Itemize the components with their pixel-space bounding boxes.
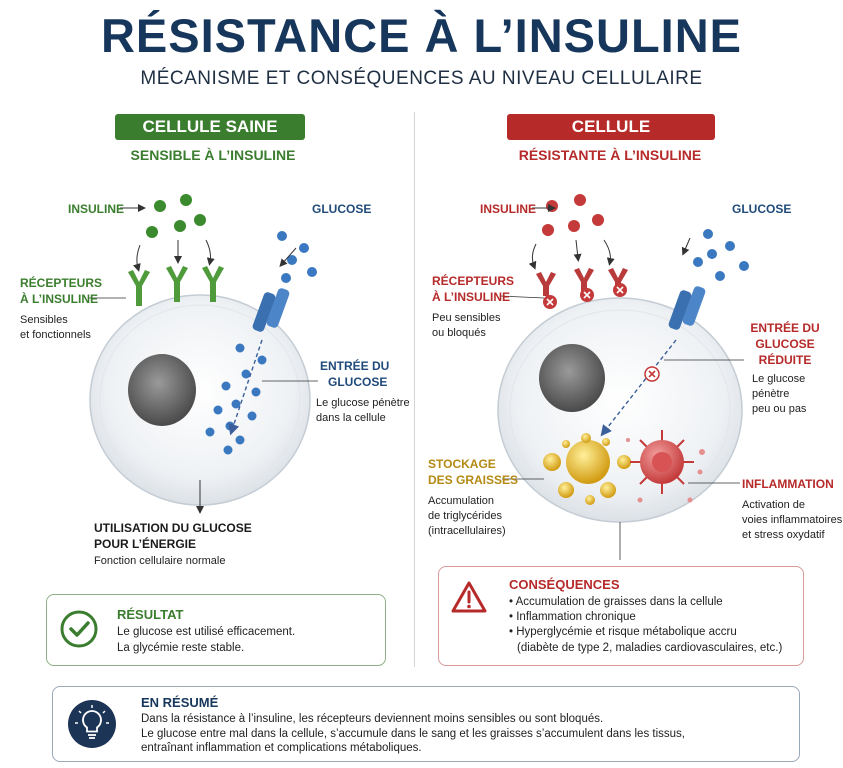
receptors-title-resistant: RÉCEPTEURS xyxy=(432,274,515,288)
insulin-receptors-resistant xyxy=(536,268,628,296)
summary-title: EN RÉSUMÉ xyxy=(141,695,219,710)
glucose-molecules-healthy xyxy=(205,231,317,455)
summary-box: EN RÉSUMÉ Dans la résistance à l’insulin… xyxy=(52,686,800,762)
use-desc: Fonction cellulaire normale xyxy=(94,555,226,567)
receptors-desc-resistant-2: ou bloqués xyxy=(432,327,486,339)
receptors-callout-resistant: RÉCEPTEURS À L’INSULINE Peu sensibles ou… xyxy=(432,273,514,341)
fat-storage-callout: STOCKAGE DES GRAISSES Accumulation de tr… xyxy=(428,456,518,539)
entry-title-resistant-2: GLUCOSE xyxy=(755,337,815,351)
result-box: RÉSULTAT Le glucose est utilisé efficace… xyxy=(46,594,386,666)
result-title: RÉSULTAT xyxy=(117,607,184,622)
nucleus-resistant xyxy=(539,344,605,412)
resistant-cell xyxy=(497,297,743,523)
page-subtitle: MÉCANISME ET CONSÉQUENCES AU NIVEAU CELL… xyxy=(140,68,703,89)
receptors-desc-resistant: Peu sensibles xyxy=(432,312,501,324)
receptors-title: RÉCEPTEURS xyxy=(20,276,103,290)
inflammation-callout: INFLAMMATION Activation de voies inflamm… xyxy=(742,476,842,543)
entry-desc: Le glucose pénètre xyxy=(316,397,410,409)
glucose-label-resistant: GLUCOSE xyxy=(732,202,792,216)
glucose-entry-callout-resistant: ENTRÉE DU GLUCOSE RÉDUITE xyxy=(748,320,822,368)
entry-desc-resistant: Le glucose pénètre xyxy=(752,373,806,400)
glucose-entry-callout-healthy: ENTRÉE DU GLUCOSE Le glucose pénètre dan… xyxy=(316,358,410,426)
entry-desc-resistant-2: peu ou pas xyxy=(752,403,807,415)
glucose-molecules-resistant xyxy=(693,229,749,281)
inflammation-title: INFLAMMATION xyxy=(742,477,834,491)
insulin-label-healthy: INSULINE xyxy=(68,202,125,216)
warning-triangle-icon xyxy=(451,581,487,613)
insulin-molecules-resistant xyxy=(542,194,604,236)
page-title: RÉSISTANCE À L’INSULINE xyxy=(100,9,743,62)
list-item: Inflammation chronique xyxy=(509,610,737,625)
fat-desc: Accumulation xyxy=(428,495,495,507)
healthy-cell-badge: CELLULE SAINE xyxy=(115,114,305,140)
entry-title-2: GLUCOSE xyxy=(328,375,388,389)
fat-title: STOCKAGE xyxy=(428,457,496,471)
summary-line-1: Dans la résistance à l’insuline, les réc… xyxy=(141,713,604,725)
summary-line-3: entraînant inflammation et complications… xyxy=(141,742,422,754)
receptors-title-resistant-2: À L’INSULINE xyxy=(432,290,511,304)
receptors-callout-healthy: RÉCEPTEURS À L’INSULINE Sensibles et fon… xyxy=(20,275,102,343)
result-line-1: Le glucose est utilisé efficacement. xyxy=(117,626,296,638)
glucose-entry-desc-resistant: Le glucose pénètre peu ou pas xyxy=(752,372,843,417)
healthy-cell-subtitle: SENSIBLE À L’INSULINE xyxy=(130,147,296,163)
glucose-label-healthy: GLUCOSE xyxy=(312,202,372,216)
consequences-title: CONSÉQUENCES xyxy=(509,577,620,592)
use-title-2: POUR L’ÉNERGIE xyxy=(94,537,197,551)
insulin-molecules-healthy xyxy=(146,194,206,238)
list-item: Hyperglycémie et risque métabolique accr… xyxy=(509,625,737,640)
receptors-desc: Sensibles xyxy=(20,314,68,326)
inflammation-cell xyxy=(626,430,705,503)
glucose-transporter-healthy xyxy=(252,288,290,332)
inflammation-desc-3: et stress oxydatif xyxy=(742,529,825,541)
nucleus xyxy=(128,354,196,426)
consequences-box: CONSÉQUENCES Accumulation de graisses da… xyxy=(438,566,804,666)
receptors-title-2: À L’INSULINE xyxy=(20,292,99,306)
consequences-note: (diabète de type 2, maladies cardiovascu… xyxy=(517,642,783,654)
use-title: UTILISATION DU GLUCOSE xyxy=(94,521,252,535)
insulin-receptors-healthy xyxy=(128,266,224,306)
resistant-cell-badge: CELLULE RÉSISTANTE xyxy=(507,114,715,162)
entry-title: ENTRÉE DU xyxy=(320,359,390,373)
resistant-cell-subtitle: RÉSISTANTE À L’INSULINE xyxy=(518,147,702,163)
glucose-use-callout: UTILISATION DU GLUCOSE POUR L’ÉNERGIE Fo… xyxy=(94,520,252,569)
result-line-2: La glycémie reste stable. xyxy=(117,642,245,654)
glucose-transporter-resistant xyxy=(668,286,706,330)
fat-droplets xyxy=(543,433,631,505)
entry-title-resistant-3: RÉDUITE xyxy=(758,353,812,367)
lightbulb-icon xyxy=(68,700,116,748)
summary-line-2: Le glucose entre mal dans la cellule, s’… xyxy=(141,728,685,740)
healthy-cell xyxy=(89,294,311,506)
receptors-desc-2: et fonctionnels xyxy=(20,329,91,341)
entry-title-resistant: ENTRÉE DU xyxy=(750,321,820,335)
fat-desc-3: (intracellulaires) xyxy=(428,525,506,537)
inflammation-desc: Activation de xyxy=(742,499,805,511)
fat-desc-2: de triglycérides xyxy=(428,510,502,522)
column-divider xyxy=(414,112,415,667)
consequences-list: Accumulation de graisses dans la cellule… xyxy=(509,595,737,640)
check-circle-icon xyxy=(60,610,98,648)
blocked-x-icon xyxy=(543,283,627,309)
insulin-label-resistant: INSULINE xyxy=(480,202,537,216)
fat-title-2: DES GRAISSES xyxy=(428,473,519,487)
list-item: Accumulation de graisses dans la cellule xyxy=(509,595,737,610)
entry-desc-2: dans la cellule xyxy=(316,412,386,424)
inflammation-desc-2: voies inflammatoires xyxy=(742,514,843,526)
